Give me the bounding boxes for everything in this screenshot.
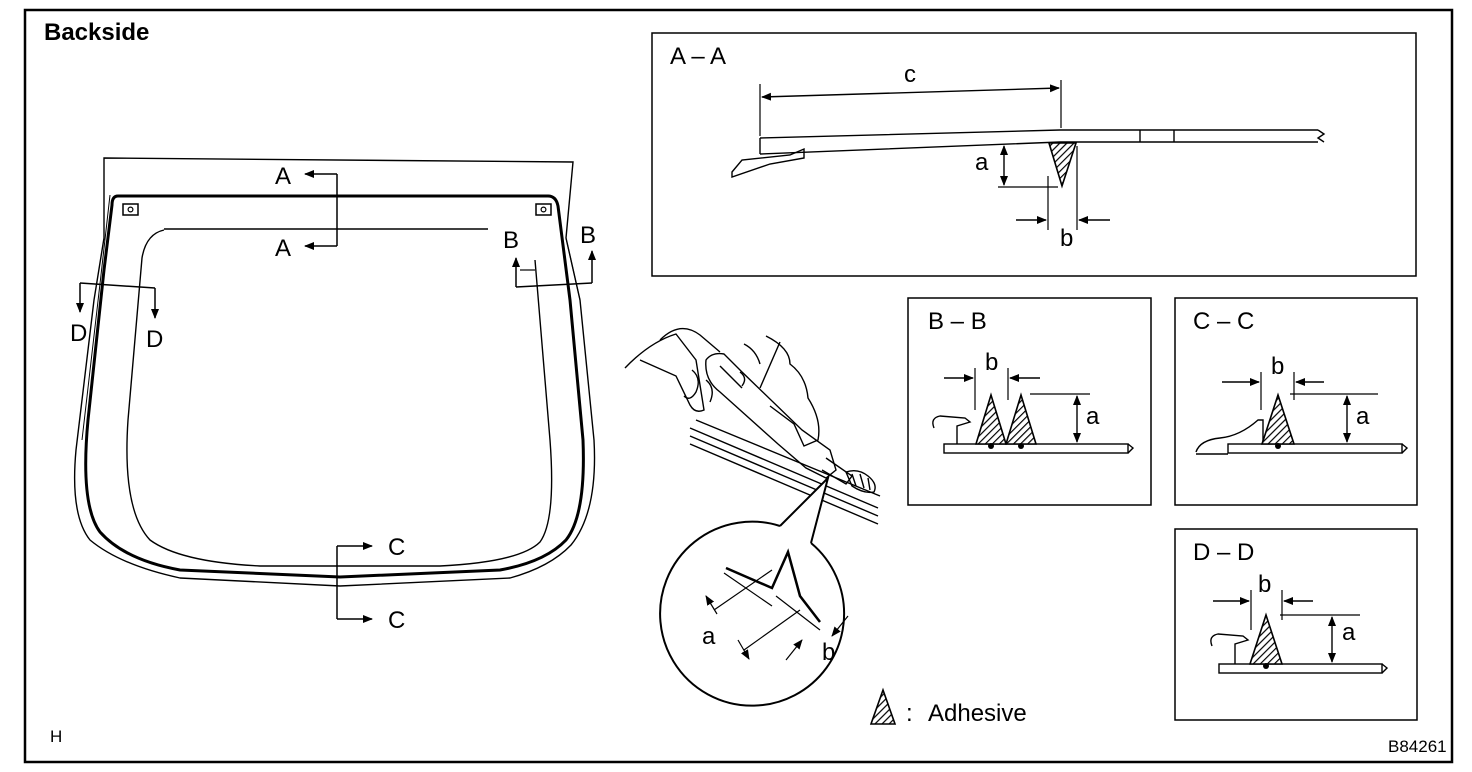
section-cc-panel: C – C b a bbox=[1174, 297, 1418, 506]
section-marker-c bbox=[336, 542, 373, 623]
detail-dim-a: a bbox=[702, 623, 716, 650]
marker-label-d-right: D bbox=[146, 326, 163, 353]
section-aa-dim-b: b bbox=[1060, 225, 1073, 252]
section-cc-dim-a: a bbox=[1356, 403, 1370, 430]
section-bb-adhesive-1 bbox=[974, 392, 1008, 445]
marker-label-c-top: C bbox=[388, 534, 405, 561]
section-aa-adhesive bbox=[1047, 142, 1078, 189]
magnified-detail bbox=[659, 474, 849, 707]
section-marker-b bbox=[512, 250, 596, 288]
section-aa-title: A – A bbox=[670, 43, 726, 70]
mounting-clip-right bbox=[535, 203, 552, 216]
section-cc-dim-b: b bbox=[1271, 353, 1284, 380]
marker-label-c-bottom: C bbox=[388, 607, 405, 634]
figure-code: B84261 bbox=[1388, 737, 1447, 756]
section-aa-dim-a: a bbox=[975, 149, 989, 176]
section-bb-title: B – B bbox=[928, 308, 987, 335]
section-dd-panel: D – D b a bbox=[1174, 528, 1418, 721]
page-title: Backside bbox=[44, 19, 149, 46]
adhesive-legend-icon bbox=[869, 687, 897, 725]
section-cc-title: C – C bbox=[1193, 308, 1254, 335]
section-bb-dim-a: a bbox=[1086, 403, 1100, 430]
section-dd-adhesive bbox=[1248, 612, 1284, 665]
section-marker-a bbox=[304, 170, 338, 250]
corner-mark: H bbox=[50, 727, 62, 746]
section-aa-panel: A – A c a b bbox=[651, 32, 1417, 277]
outer-frame bbox=[23, 8, 1454, 764]
marker-label-b-left: B bbox=[503, 227, 519, 254]
section-aa-dim-c: c bbox=[904, 61, 916, 88]
section-bb-panel: B – B b a bbox=[907, 297, 1152, 506]
adhesive-legend-separator: : bbox=[906, 700, 913, 727]
mounting-clip-left bbox=[122, 203, 139, 216]
marker-label-a-top: A bbox=[275, 163, 291, 190]
section-marker-d bbox=[76, 282, 159, 319]
section-bb-adhesive-2 bbox=[1004, 392, 1038, 445]
section-dd-title: D – D bbox=[1193, 539, 1254, 566]
detail-dim-b: b bbox=[822, 639, 835, 666]
marker-label-a-bottom: A bbox=[275, 235, 291, 262]
section-dd-dim-a: a bbox=[1342, 619, 1356, 646]
section-bb-dim-b: b bbox=[985, 349, 998, 376]
adhesive-gun-illustration bbox=[624, 327, 881, 525]
windshield-glass bbox=[73, 157, 596, 587]
marker-label-b-right: B bbox=[580, 222, 596, 249]
section-dd-dim-b: b bbox=[1258, 571, 1271, 598]
section-cc-adhesive bbox=[1260, 392, 1296, 445]
marker-label-d-left: D bbox=[70, 320, 87, 347]
adhesive-legend-label: Adhesive bbox=[928, 700, 1027, 727]
